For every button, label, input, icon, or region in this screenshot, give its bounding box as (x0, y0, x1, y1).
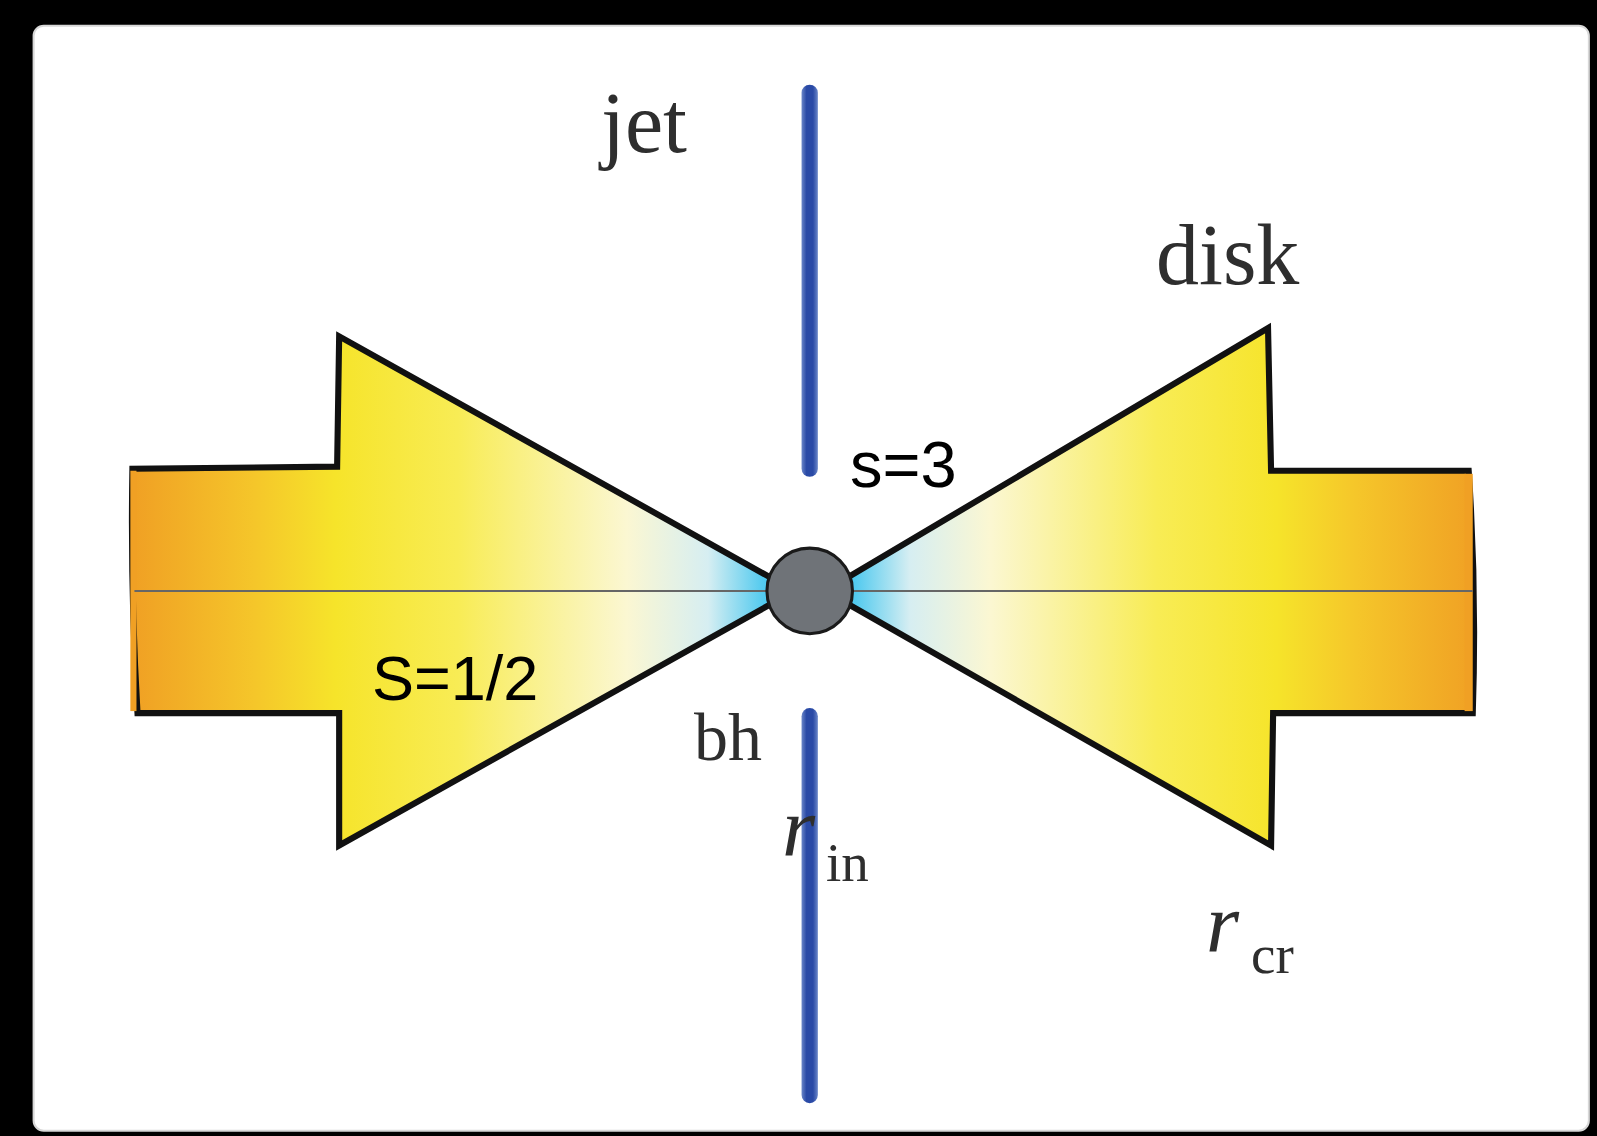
disk-edge-right (1465, 474, 1473, 711)
radius-subscript: cr (1251, 927, 1294, 982)
index-label: S=1/2 (372, 647, 538, 710)
index-label: s=3 (850, 432, 957, 497)
disk-right (825, 328, 1474, 845)
jet-label: jet (601, 80, 687, 166)
jet-upper (802, 85, 818, 477)
panel (34, 26, 1589, 1131)
radius-symbol: r (1206, 881, 1239, 966)
jet-lower (802, 708, 818, 1103)
black-hole (767, 548, 853, 634)
disk-label: disk (1156, 212, 1299, 298)
radius-subscript: in (826, 835, 869, 890)
bh-label: bh (694, 703, 762, 771)
radius-symbol: r (782, 785, 815, 870)
